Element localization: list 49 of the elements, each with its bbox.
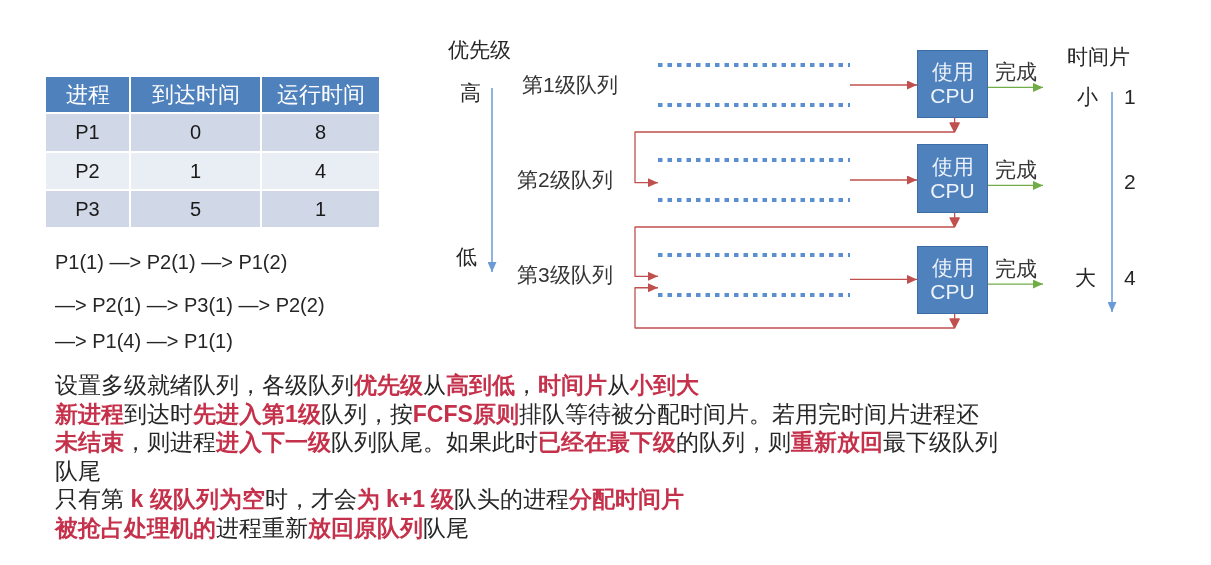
queue-label: 第3级队列: [517, 262, 613, 288]
queue-label: 第2级队列: [517, 167, 613, 193]
arrow: [849, 274, 918, 284]
axis-label: 大: [1075, 265, 1096, 291]
time-slice-value: 4: [1124, 265, 1136, 291]
table-cell: 8: [262, 114, 379, 151]
header-cell: 到达时间: [131, 77, 260, 112]
paragraph: 新进程到达时先进入第1级队列，按FCFS原则排队等待被分配时间片。若用完时间片进程还未结束，则进程进入下一级队列队尾。如果此时已经在最下级的队列，则重新放回最下级队列队尾: [55, 399, 999, 485]
arrow: [987, 82, 1044, 92]
table-cell: P3: [46, 191, 129, 227]
process-box: 使用CPU: [917, 246, 988, 314]
axis-title: 时间片: [1067, 44, 1130, 70]
table-cell: 0: [131, 114, 260, 151]
table-cell: 4: [262, 153, 379, 189]
table-cell: P2: [46, 153, 129, 189]
paragraph: 只有第 k 级队列为空时，才会为 k+1 级队头的进程分配时间片: [55, 485, 686, 514]
arrow: [634, 212, 960, 281]
arrow: [987, 279, 1044, 289]
edge-label: 完成: [993, 258, 1038, 281]
sequence-text: —> P2(1) —> P3(1) —> P2(2): [55, 293, 325, 318]
edge-label: 完成: [993, 159, 1038, 182]
axis-label: 高: [460, 80, 481, 106]
arrow: [849, 175, 918, 185]
process-box: 使用CPU: [917, 50, 988, 118]
arrow: [634, 283, 960, 329]
paragraph: 被抢占处理机的进程重新放回原队列队尾: [55, 513, 470, 542]
sequence-text: P1(1) —> P2(1) —> P1(2): [55, 250, 288, 275]
table-cell: P1: [46, 114, 129, 151]
table-cell: 5: [131, 191, 260, 227]
paragraph: 设置多级就绪队列，各级队列优先级从高到低，时间片从小到大: [55, 371, 700, 400]
table-cell: 1: [262, 191, 379, 227]
time-slice-value: 2: [1124, 169, 1136, 195]
axis-label: 小: [1077, 84, 1098, 110]
axis-label: 低: [456, 244, 477, 270]
axis-title: 优先级: [448, 37, 511, 63]
header-cell: 运行时间: [262, 77, 379, 112]
header-cell: 进程: [46, 77, 129, 112]
queue-band: [658, 253, 850, 297]
arrow: [987, 180, 1044, 190]
arrow: [634, 117, 960, 188]
sequence-text: —> P1(4) —> P1(1): [55, 329, 233, 354]
queue-band: [658, 63, 850, 107]
table-cell: 1: [131, 153, 260, 189]
time-slice-value: 1: [1124, 84, 1136, 110]
arrow: [849, 80, 918, 90]
process-box: 使用CPU: [917, 144, 988, 213]
queue-band: [658, 158, 850, 202]
edge-label: 完成: [993, 61, 1038, 84]
queue-label: 第1级队列: [522, 72, 618, 98]
